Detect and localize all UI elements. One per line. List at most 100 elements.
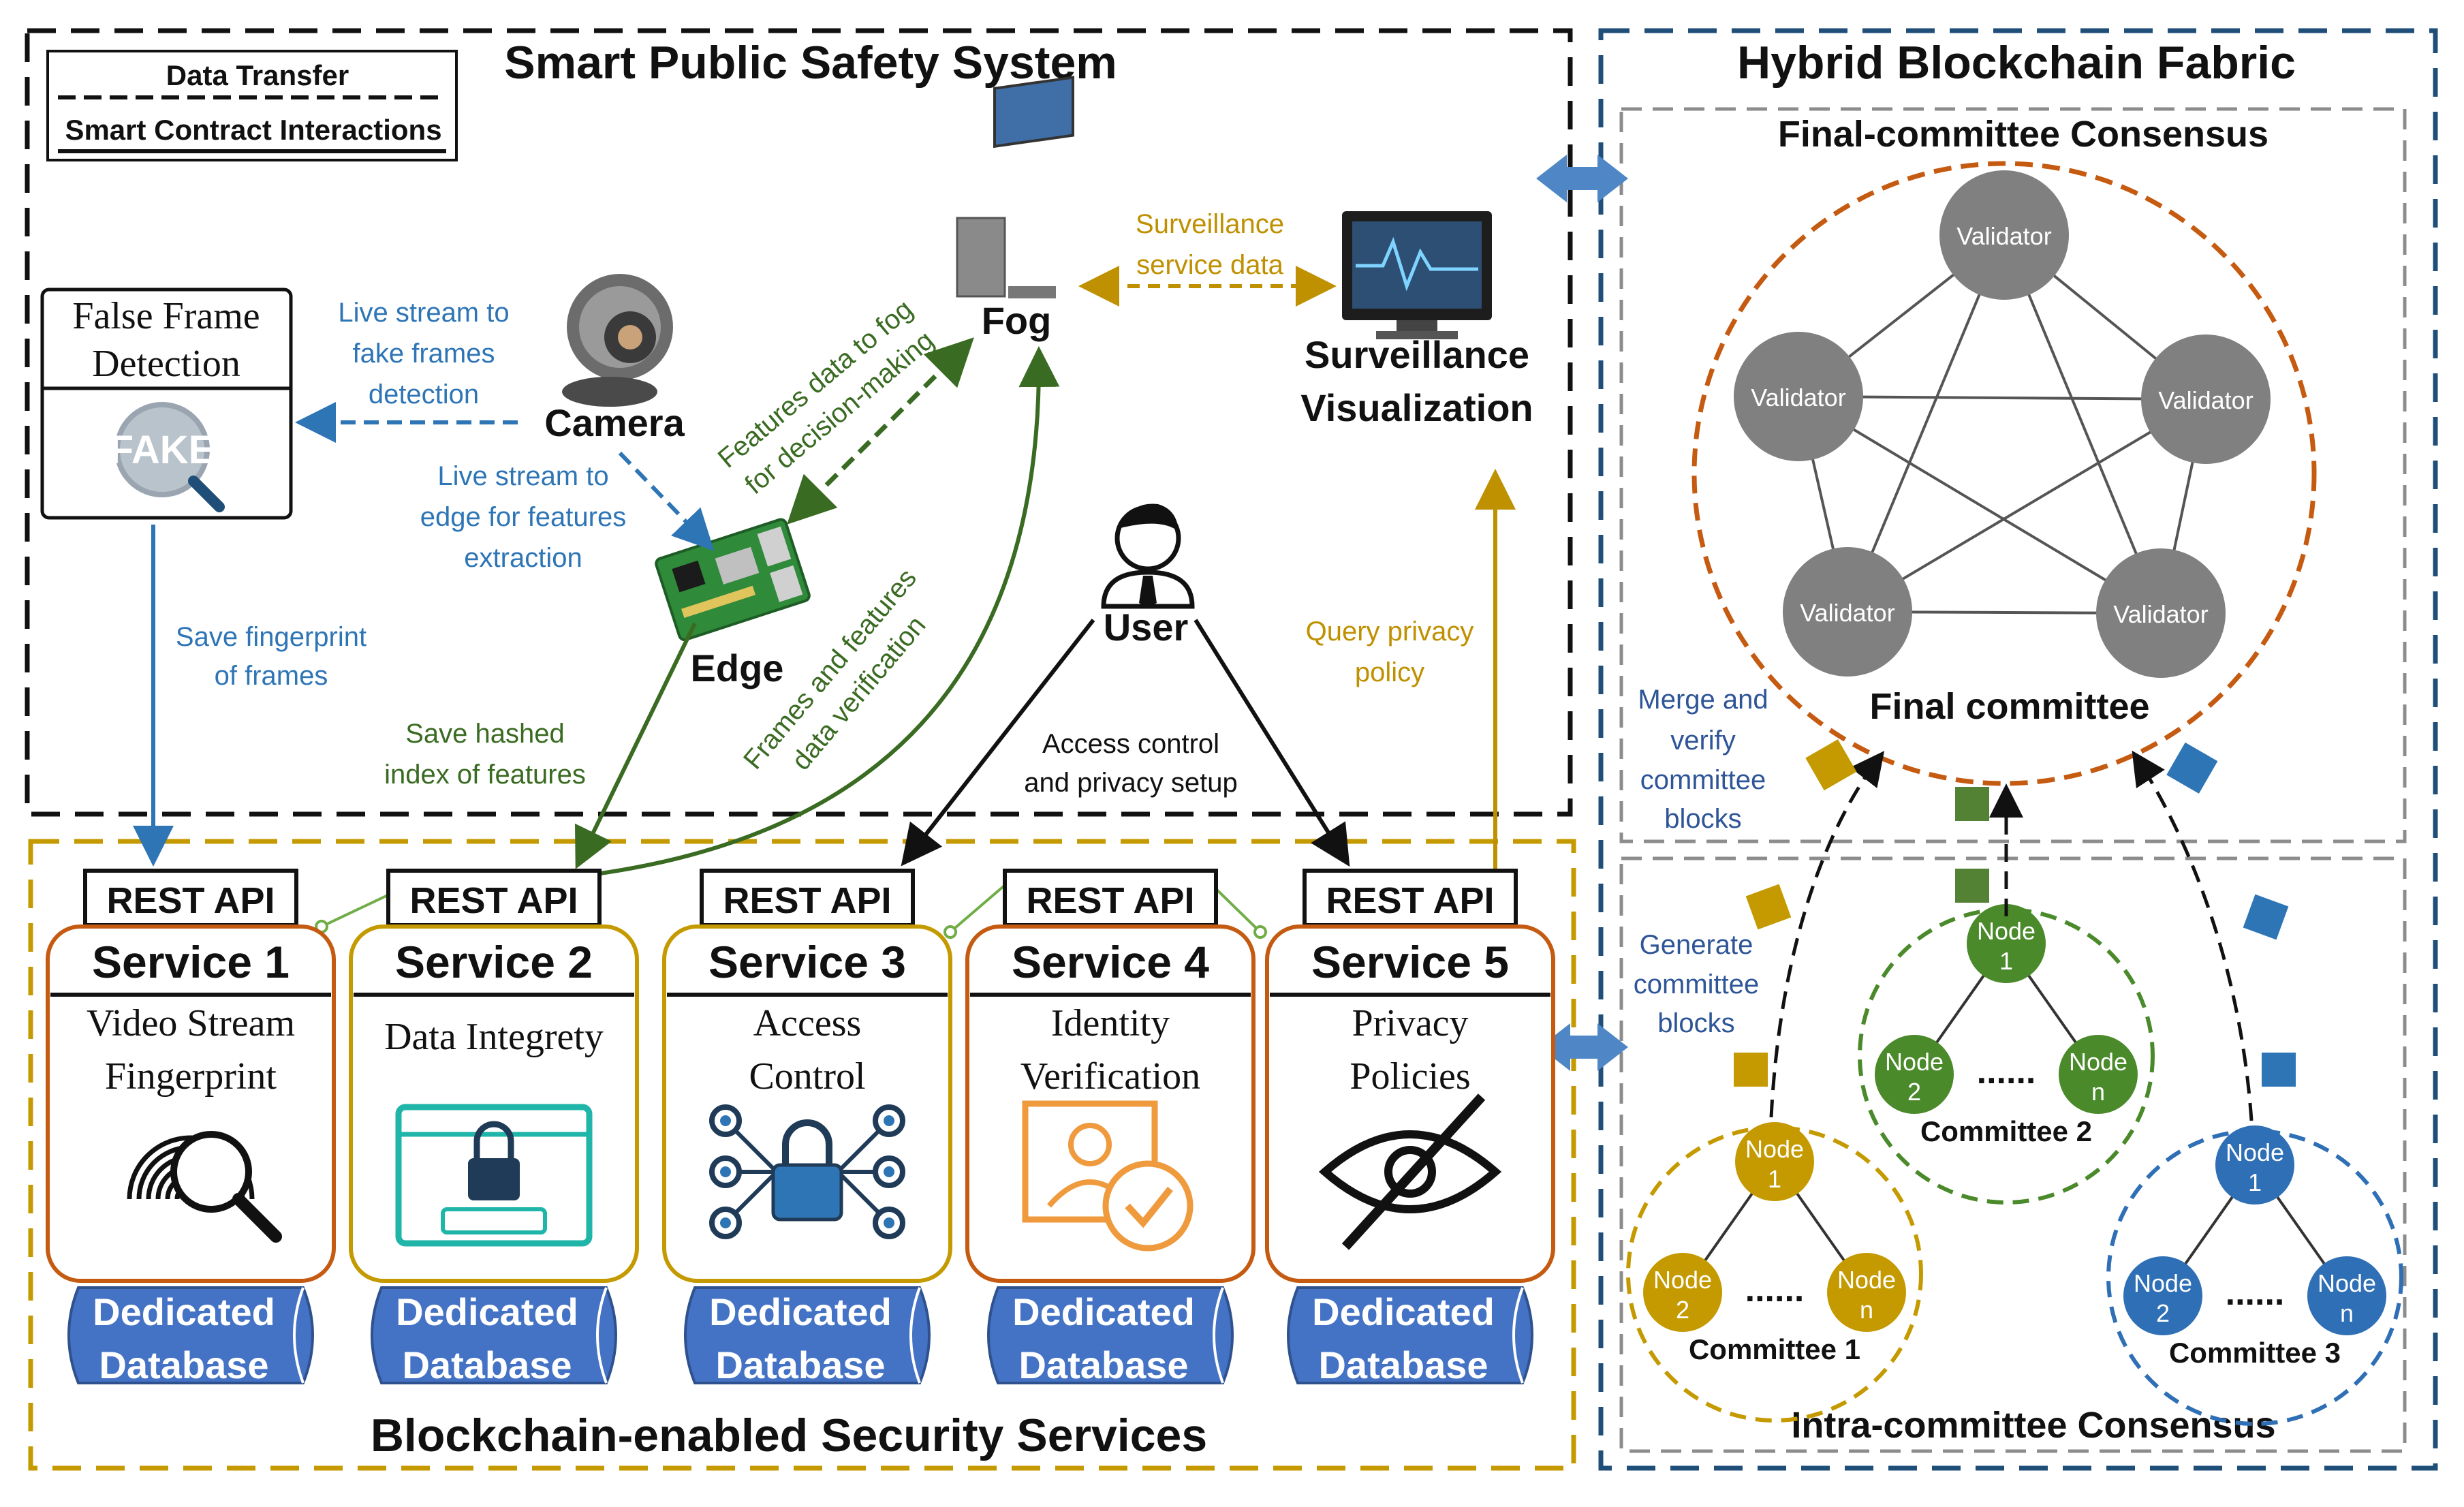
block-gold-1 [1734,1053,1768,1087]
svg-text:Generate: Generate [1640,930,1753,960]
visualization-line2: Visualization [1300,386,1533,429]
svg-text:extraction: extraction [464,543,582,573]
validator-link [1846,234,2006,612]
service-description: Data Integrety [384,1016,604,1058]
committee-node [1735,1122,1814,1201]
false-frame-detection: False Frame Detection FAKE [40,288,293,520]
label-live-stream-fake: Live stream to fake frames detection [338,298,509,409]
database-label: Dedicated [1012,1290,1195,1333]
hybrid-blockchain-title: Hybrid Blockchain Fabric [1737,37,2296,89]
rest-api-label: REST API [723,880,891,921]
lock-window-icon [395,1104,593,1247]
database-label: Database [402,1343,572,1386]
edge-label: Edge [691,647,784,689]
smart-public-safety-title: Smart Public Safety System [504,37,1117,89]
service-description: Policies [1350,1055,1470,1098]
rest-api-tab[interactable] [1303,869,1518,927]
service-title: Service 1 [92,937,290,987]
false-frame-line2: Detection [92,343,240,385]
label-save-hashed: Save hashed index of features [384,719,586,790]
contract-link-3-4 [949,881,1010,933]
service-description: Identity [1051,1002,1170,1044]
label-query-privacy: Query privacy policy [1306,617,1474,687]
label-features-fog: Features data to fog for decision-making [713,294,940,500]
node-label: Node [1837,1266,1896,1294]
node-label: Node [1977,917,2036,945]
svg-text:of frames: of frames [215,661,328,691]
arrow-camera-to-edge [618,451,715,551]
committee-node [1643,1253,1722,1332]
database-label: Dedicated [1312,1290,1495,1333]
svg-text:fake frames: fake frames [353,339,495,369]
label-access-control-setup: Access control and privacy setup [1024,729,1238,798]
fingerprint-icon [127,1131,282,1243]
database-label: Database [1318,1343,1488,1386]
svg-text:and privacy setup: and privacy setup [1024,768,1238,798]
database-label: Dedicated [93,1290,275,1333]
node-label: 1 [2248,1168,2262,1196]
block-gold-2 [1745,884,1792,930]
validator-node [1783,547,1912,677]
committee-dots: ...... [1745,1270,1805,1309]
service-description: Privacy [1352,1002,1468,1044]
svg-text:Live stream to: Live stream to [437,461,608,491]
svg-text:edge for features: edge for features [420,502,626,532]
rest-api-tab[interactable] [386,869,602,927]
node-label: 1 [1999,947,2013,975]
svg-text:verify: verify [1670,726,1736,756]
arrow-user-service5 [1194,619,1350,867]
validator-node [2096,548,2226,678]
database-label: Database [1018,1343,1188,1386]
node-label: Node [1653,1266,1712,1294]
service-title: Service 5 [1311,937,1509,987]
false-frame-line1: False Frame [72,295,260,337]
svg-text:index of features: index of features [384,760,586,790]
user-label: User [1104,606,1189,649]
edge-board-icon [655,518,811,642]
node-label: n [2340,1299,2354,1327]
rest-api-tab[interactable] [83,869,298,927]
node-label: n [1860,1296,1873,1324]
fake-badge: FAKE [110,428,215,472]
service-description: Control [749,1055,865,1098]
svg-text:committee: committee [1634,969,1760,999]
legend-smart-contract: Smart Contract Interactions [65,114,441,146]
validator-link [1798,395,2206,401]
node-label: Node [1885,1048,1944,1076]
committee-node [2307,1256,2386,1335]
validator-link [1846,398,2207,613]
block-blue-3 [2166,742,2218,794]
validator-node [1939,170,2069,300]
committee-label: Committee 1 [1689,1333,1860,1365]
block-blue-1 [2262,1053,2296,1087]
node-label: n [2091,1078,2105,1106]
camera-label: Camera [544,401,685,444]
committee-dots: ...... [1977,1052,2036,1091]
rest-api-label: REST API [106,880,275,921]
rest-api-tab[interactable] [700,869,915,927]
committee-dots: ...... [2226,1273,2285,1313]
svg-text:committee: committee [1640,765,1766,795]
validator-label: Validator [2158,386,2253,414]
node-label: Node [2318,1269,2376,1297]
committee-label: Committee 2 [1920,1115,2092,1147]
final-committee-label: Final committee [1869,686,2149,727]
service-description: Verification [1020,1055,1200,1098]
block-gold-3 [1805,739,1857,791]
block-green-1 [1955,869,1989,903]
service-title: Service 3 [708,937,906,987]
camera-icon [562,274,673,407]
